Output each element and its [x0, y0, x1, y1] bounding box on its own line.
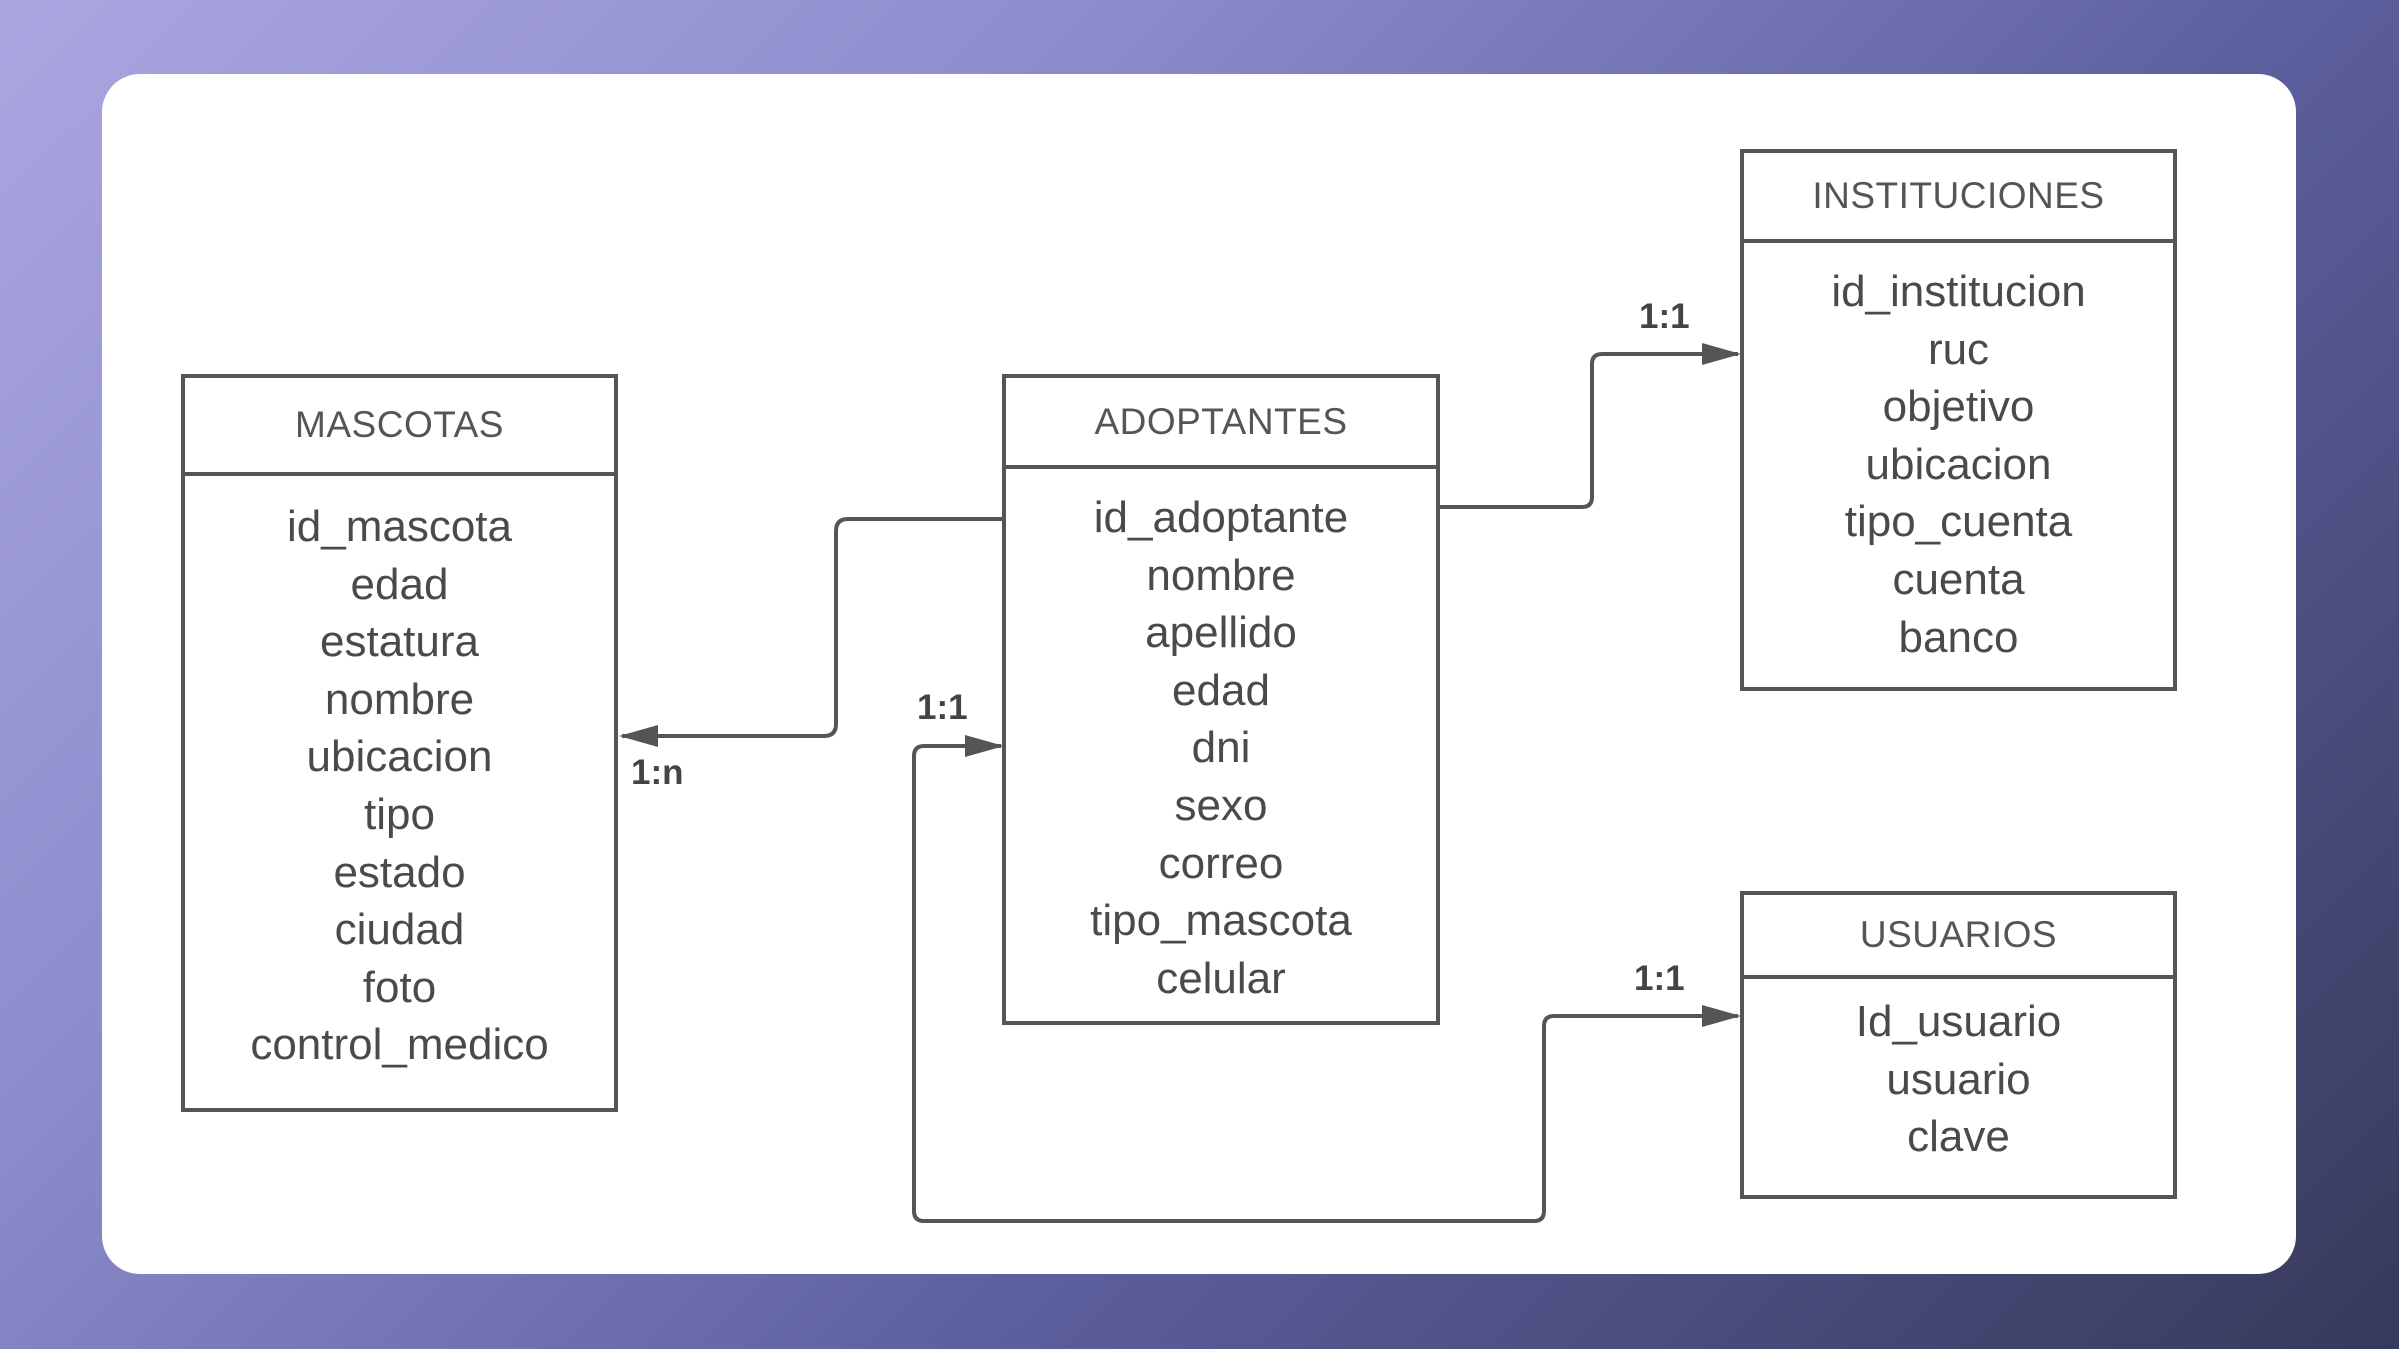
field-clave: clave: [1907, 1112, 2010, 1162]
field-apellido: apellido: [1145, 608, 1297, 658]
field-list-usuarios: Id_usuario usuario clave: [1744, 979, 2173, 1166]
field-nombre: nombre: [1146, 550, 1296, 600]
field-estado: estado: [333, 847, 466, 897]
field-nombre: nombre: [324, 674, 475, 724]
field-ciudad: ciudad: [334, 905, 465, 955]
cardinality-label-instituciones: 1:1: [1639, 297, 1690, 336]
arrow-head-usuarios: [1702, 1005, 1741, 1027]
entity-title-instituciones: INSTITUCIONES: [1744, 153, 2173, 243]
field-edad: edad: [350, 559, 449, 609]
diagram-card: 1:n 1:1 1:1 1:1 MASCOTAS id_mascota edad…: [102, 74, 2296, 1274]
entity-title-usuarios: USUARIOS: [1744, 895, 2173, 979]
field-list-adoptantes: id_adoptante nombre apellido edad dni se…: [1006, 469, 1436, 1007]
connector-adoptantes-instituciones: [1439, 352, 1738, 509]
entity-adoptantes: ADOPTANTES id_adoptante nombre apellido …: [1002, 374, 1440, 1025]
arrow-head-mascotas: [619, 725, 658, 747]
arrow-head-instituciones: [1702, 343, 1741, 365]
entity-usuarios: USUARIOS Id_usuario usuario clave: [1740, 891, 2177, 1199]
entity-instituciones: INSTITUCIONES id_institucion ruc objetiv…: [1740, 149, 2177, 691]
field-celular: celular: [1156, 953, 1286, 1003]
field-id-usuario: Id_usuario: [1855, 997, 2062, 1046]
field-dni: dni: [1191, 723, 1251, 773]
field-ubicacion: ubicacion: [306, 732, 493, 782]
arrow-head-adoptantes: [965, 735, 1004, 757]
connectors-layer: 1:n 1:1 1:1 1:1: [619, 297, 1741, 1223]
field-tipo-cuenta: tipo_cuenta: [1844, 497, 2073, 547]
field-id-adoptante: id_adoptante: [1093, 493, 1349, 542]
field-id-mascota: id_mascota: [286, 502, 512, 551]
field-estatura: estatura: [320, 617, 479, 667]
field-tipo-mascota: tipo_mascota: [1090, 896, 1352, 946]
cardinality-label-adoptantes: 1:1: [917, 688, 968, 727]
field-ubicacion: ubicacion: [1865, 439, 2052, 489]
field-ruc: ruc: [1927, 324, 1990, 374]
entity-title-adoptantes: ADOPTANTES: [1006, 378, 1436, 469]
field-control-medico: control_medico: [250, 1020, 549, 1070]
connector-usuarios-adoptantes: [912, 744, 1738, 1223]
cardinality-label-usuarios: 1:1: [1634, 959, 1685, 998]
field-correo: correo: [1158, 838, 1284, 888]
field-sexo: sexo: [1174, 780, 1268, 830]
cardinality-label-mascotas: 1:n: [631, 753, 684, 792]
field-usuario: usuario: [1886, 1054, 2031, 1104]
field-foto: foto: [362, 962, 437, 1012]
connector-adoptantes-mascotas: [622, 517, 1003, 738]
field-cuenta: cuenta: [1892, 554, 2025, 604]
field-objetivo: objetivo: [1882, 382, 2035, 432]
field-id-institucion: id_institucion: [1831, 267, 2086, 316]
field-tipo: tipo: [364, 789, 435, 839]
entity-title-mascotas: MASCOTAS: [185, 378, 614, 476]
entity-mascotas: MASCOTAS id_mascota edad estatura nombre…: [181, 374, 618, 1112]
field-edad: edad: [1172, 665, 1270, 715]
field-list-instituciones: id_institucion ruc objetivo ubicacion ti…: [1744, 243, 2173, 666]
field-banco: banco: [1898, 612, 2019, 662]
field-list-mascotas: id_mascota edad estatura nombre ubicacio…: [185, 476, 614, 1074]
